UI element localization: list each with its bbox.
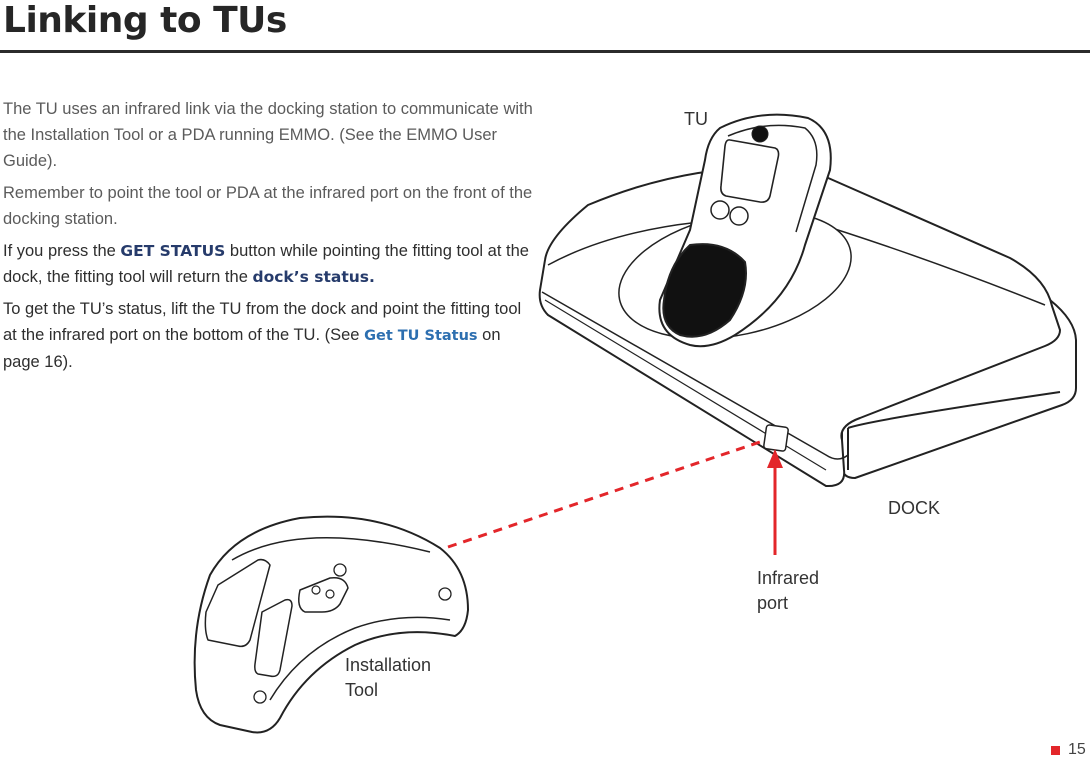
tool-screw-bottom <box>253 690 267 704</box>
tool-slot <box>254 598 293 678</box>
tool-screw-right <box>438 587 452 601</box>
infrared-port-label-line2: port <box>757 593 788 613</box>
installation-tool-illustration <box>193 515 469 734</box>
title-divider <box>0 50 1090 53</box>
tu-screen <box>720 139 780 203</box>
infrared-port-arrow <box>767 449 783 555</box>
infrared-beam-line <box>447 440 761 549</box>
paragraph-get-status: If you press the GET STATUS button while… <box>3 238 538 290</box>
tool-panel <box>204 558 271 648</box>
get-status-keyword: GET STATUS <box>120 242 226 260</box>
tu-button-left <box>710 200 730 220</box>
infrared-port-label-line1: Infrared <box>757 568 819 588</box>
page-number: 15 <box>1068 741 1086 758</box>
dock-label: DOCK <box>888 498 940 518</box>
tu-button-right <box>729 206 749 226</box>
p3-text-b: button while pointing the fitting tool a… <box>3 242 529 286</box>
p3-text-a: If you press the <box>3 242 121 260</box>
body-text: The TU uses an infrared link via the doc… <box>3 96 538 381</box>
tool-keypad <box>298 576 349 613</box>
page-title: Linking to TUs <box>3 0 287 41</box>
get-tu-status-link[interactable]: Get TU Status <box>364 328 478 344</box>
tu-illustration <box>658 113 832 348</box>
tu-grip <box>662 243 747 338</box>
page-marker <box>1051 746 1060 755</box>
tu-label: TU <box>684 109 708 129</box>
p4-text-b: on page 16). <box>3 326 501 371</box>
infrared-port <box>763 424 789 452</box>
tu-indicator <box>751 125 769 143</box>
p4-text-a: To get the TU’s status, lift the TU from… <box>3 300 522 344</box>
installation-tool-label-line1: Installation <box>345 655 431 675</box>
tool-screw-top <box>333 563 347 577</box>
paragraph-tu-status: To get the TU’s status, lift the TU from… <box>3 296 538 375</box>
paragraph-intro: The TU uses an infrared link via the doc… <box>3 100 533 170</box>
dock-status-keyword: dock’s status. <box>252 268 375 286</box>
paragraph-point-tool: Remember to point the tool or PDA at the… <box>3 184 533 228</box>
installation-tool-label-line2: Tool <box>345 680 378 700</box>
